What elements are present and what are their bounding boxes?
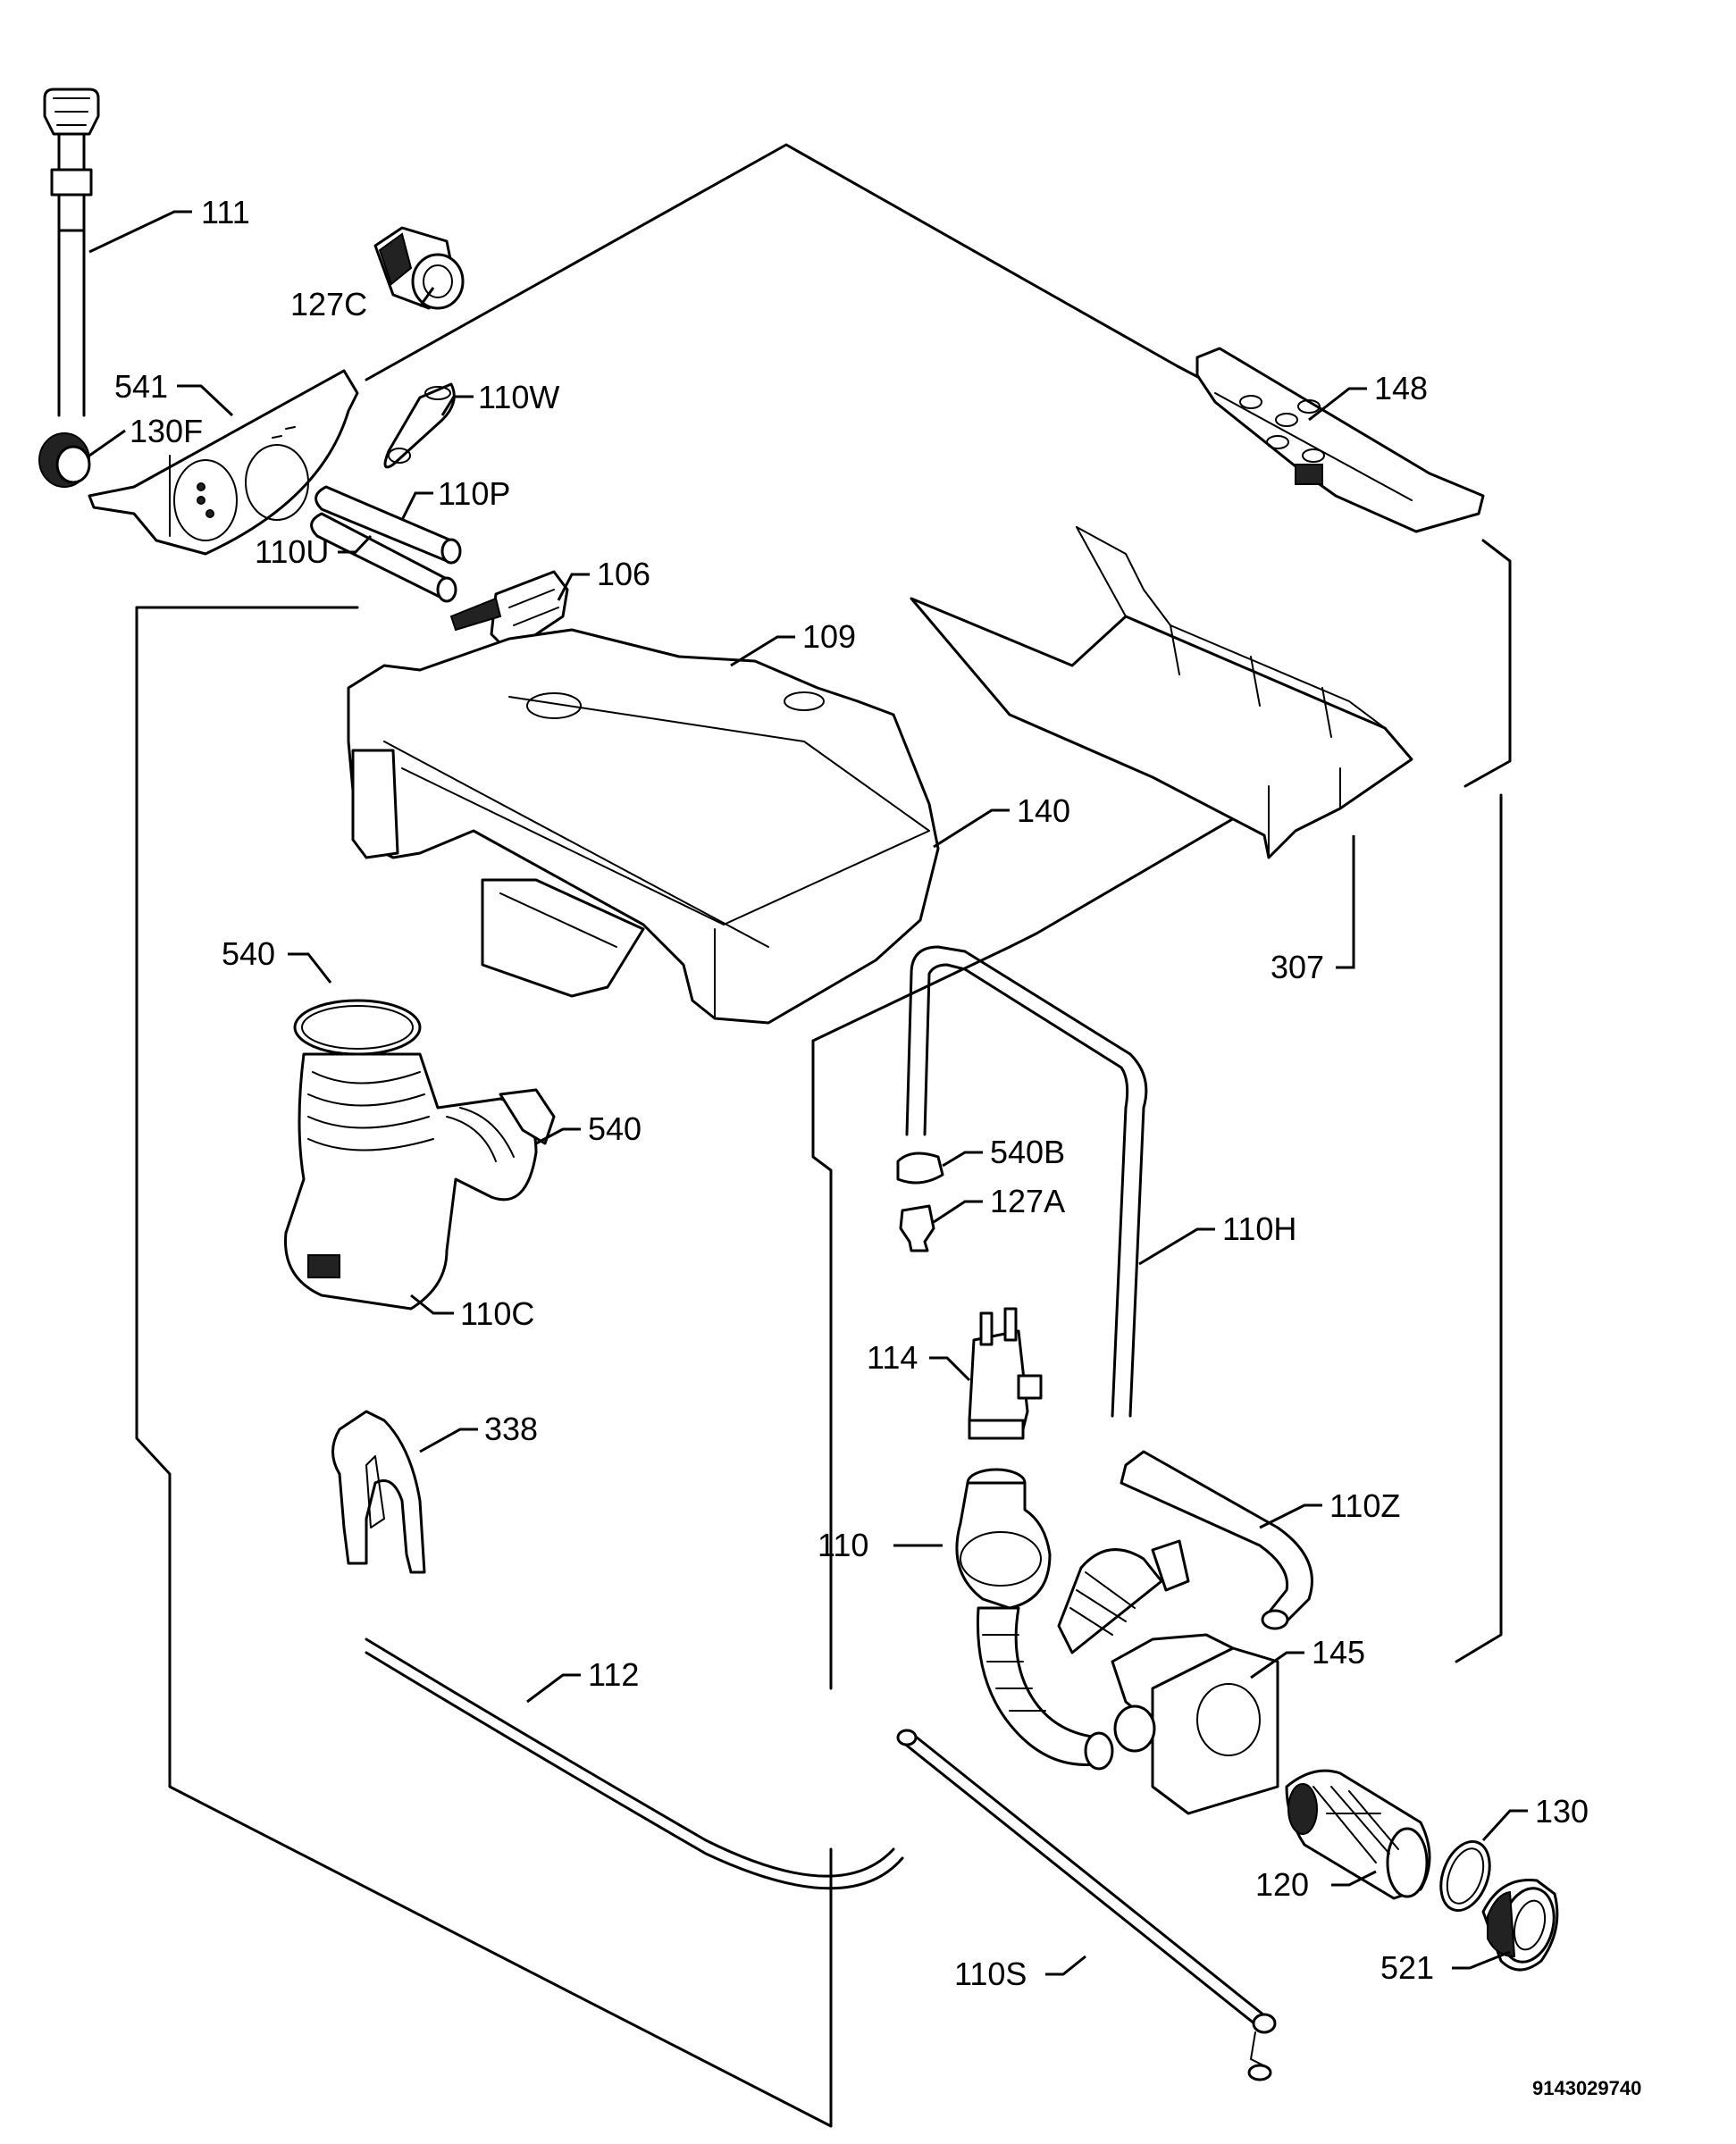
- control-panel-148: [1195, 347, 1485, 533]
- label-110W: 110W: [478, 379, 559, 415]
- label-145: 145: [1312, 1634, 1365, 1671]
- label-130: 130: [1535, 1793, 1589, 1830]
- label-110S: 110S: [954, 1956, 1027, 1992]
- label-130F: 130F: [130, 413, 203, 449]
- cable-112: [365, 1637, 904, 1890]
- bellows-540-110C: [284, 999, 556, 1311]
- clip-338: [331, 1410, 426, 1574]
- label-307: 307: [1271, 949, 1324, 985]
- label-110Z: 110Z: [1329, 1487, 1400, 1524]
- clamp-540B: [896, 1152, 944, 1185]
- label-540a: 540: [222, 935, 275, 972]
- label-106: 106: [597, 556, 650, 592]
- label-110P: 110P: [438, 475, 510, 512]
- leader-lines: [88, 210, 1528, 1976]
- label-109: 109: [802, 618, 856, 655]
- hose-110Z: [1120, 1450, 1313, 1630]
- pump-hose-110: [955, 1468, 1114, 1771]
- label-521: 521: [1380, 1949, 1434, 1986]
- tubes-110P-110U: [310, 485, 462, 603]
- filter-cap-521: [1481, 1878, 1559, 1972]
- label-120: 120: [1255, 1866, 1309, 1903]
- filter-120: [1285, 1769, 1431, 1900]
- connector-106: [449, 570, 569, 654]
- valve-cup-127C: [373, 226, 465, 310]
- label-110H: 110H: [1222, 1210, 1296, 1247]
- cabinet-outline: [135, 143, 1512, 2128]
- pump-145: [1057, 1539, 1279, 1815]
- hose-110H: [905, 945, 1148, 1418]
- label-110: 110: [818, 1527, 868, 1563]
- label-112: 112: [588, 1656, 639, 1693]
- inlet-hose-111: [43, 88, 100, 417]
- rod-110S: [896, 1729, 1277, 2081]
- label-114: 114: [867, 1339, 918, 1376]
- label-110C: 110C: [460, 1295, 534, 1332]
- sensor-114: [968, 1307, 1043, 1440]
- label-540b: 540: [588, 1110, 642, 1147]
- bracket-plate-541: [88, 369, 359, 556]
- label-110U: 110U: [255, 533, 329, 570]
- detergent-drawer-307: [910, 526, 1413, 859]
- fitting-127A: [899, 1204, 935, 1252]
- label-127A: 127A: [990, 1183, 1065, 1219]
- hose-110W: [383, 382, 456, 469]
- nut-130F: [38, 432, 91, 488]
- label-541: 541: [114, 368, 168, 405]
- label-148: 148: [1374, 370, 1428, 406]
- label-111: 111: [201, 194, 250, 230]
- label-338: 338: [484, 1411, 538, 1447]
- dispenser-housing-109-140: [347, 628, 940, 1025]
- label-540B: 540B: [990, 1134, 1065, 1170]
- label-140: 140: [1017, 792, 1070, 829]
- part-labels: 111 127C 541 130F 110W 110P 110U 106 148…: [114, 194, 1589, 1992]
- seal-ring-130: [1439, 1839, 1491, 1913]
- label-127C: 127C: [290, 286, 367, 322]
- document-number: 9143029740: [1532, 2077, 1641, 2099]
